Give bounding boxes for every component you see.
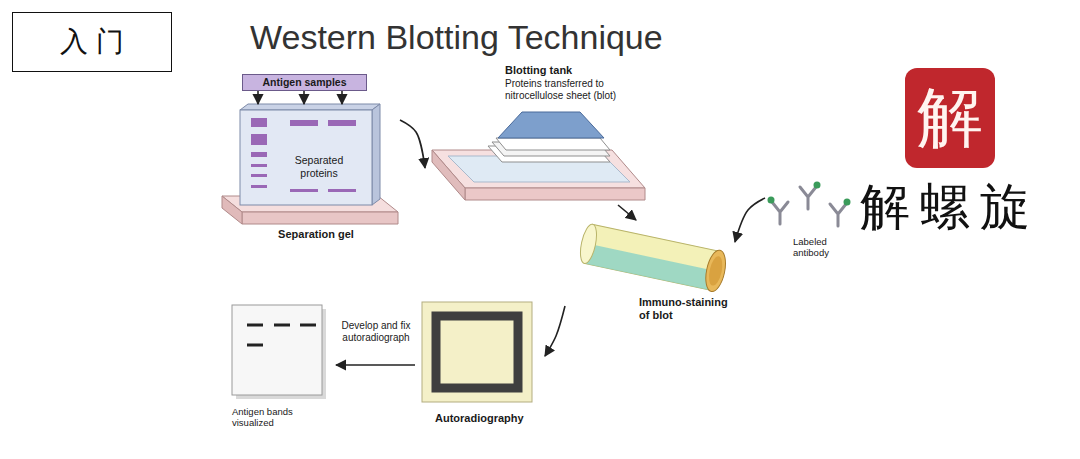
logo-wordmark: 解螺旋 [860, 180, 1040, 235]
flow-arrow [618, 205, 636, 220]
tube-cap-inner [707, 255, 725, 287]
sample-box: Antigen samples [242, 74, 367, 91]
protein-band [290, 120, 318, 126]
node-label: Immuno-staining of blot [639, 296, 731, 322]
gel-tray-side [222, 196, 242, 224]
blot-sheet [496, 138, 610, 150]
film-node: Antigen bands visualized [226, 300, 336, 432]
arrow-label: Develop and fix autoradiograph [340, 320, 412, 344]
protein-band [251, 134, 267, 145]
antibody-symbol [772, 202, 788, 224]
transfer-block [498, 112, 604, 138]
film-sheet [422, 302, 532, 402]
separation-gel-picture [222, 104, 398, 224]
gel-top-edge [240, 104, 380, 110]
diagram-title: Western Blotting Technique [250, 18, 663, 57]
antibody-picture [772, 187, 846, 226]
autoradiography-picture [422, 302, 532, 402]
node-label: 解 [917, 78, 983, 157]
label-dot [768, 197, 775, 204]
tube-liquid [584, 244, 715, 291]
antibody-symbol [830, 204, 846, 226]
flow-arrow [341, 91, 343, 104]
node-label: Blotting tank [505, 64, 645, 77]
flow-arrow [400, 120, 425, 168]
tank-node: Blotting tankProteins transferred to nit… [425, 62, 648, 205]
developed-film [232, 305, 326, 399]
flow-arrow [303, 91, 305, 104]
staining-tube [577, 222, 729, 293]
flow-arrow [545, 306, 565, 356]
protein-band [251, 185, 267, 188]
antibody-symbol [800, 187, 816, 209]
node-label: Separated proteins [282, 154, 356, 179]
blotting-tank-picture [432, 112, 645, 200]
gel-node: Separated proteinsSeparation gel [222, 104, 400, 244]
node-label: 入 门 [60, 25, 125, 59]
node-label: Antigen bands visualized [232, 406, 312, 429]
protein-band [251, 152, 267, 157]
heading-box: 入 门 [12, 12, 172, 72]
node-label: Antigen samples [262, 76, 346, 89]
tube-end [577, 223, 599, 265]
node-label: Autoradiography [435, 412, 543, 425]
antibody-labels [768, 182, 851, 206]
gel-tray-front [242, 212, 398, 224]
tank-tray-front [465, 188, 645, 200]
node-caption: Proteins transferred to nitrocellulose s… [505, 78, 645, 102]
antigen-band-marks [247, 325, 316, 345]
protein-band [328, 189, 356, 192]
tube-cap [702, 248, 728, 293]
gel-slab [240, 110, 372, 205]
autoradiography-node: Autoradiography [415, 298, 545, 432]
protein-band [251, 118, 267, 127]
antibody-node: Labeled antibody [765, 178, 855, 262]
node-caption: Separation gel [266, 228, 366, 241]
protein-band [290, 189, 318, 192]
label-dot [814, 182, 821, 189]
tube-node: Immuno-staining of blot [565, 220, 735, 327]
logo-seal: 解 [905, 68, 995, 168]
flow-arrow [735, 198, 765, 242]
cassette-frame [436, 316, 518, 388]
flow-arrow [257, 91, 259, 104]
protein-band [251, 174, 267, 177]
label-dot [844, 199, 851, 206]
node-label: Labeled antibody [793, 236, 851, 259]
tube-body [584, 224, 719, 290]
protein-band [251, 164, 267, 167]
protein-band [328, 120, 356, 126]
gel-side-edge [372, 104, 380, 205]
film-sheet [232, 305, 322, 395]
flow-arrow [336, 364, 415, 366]
